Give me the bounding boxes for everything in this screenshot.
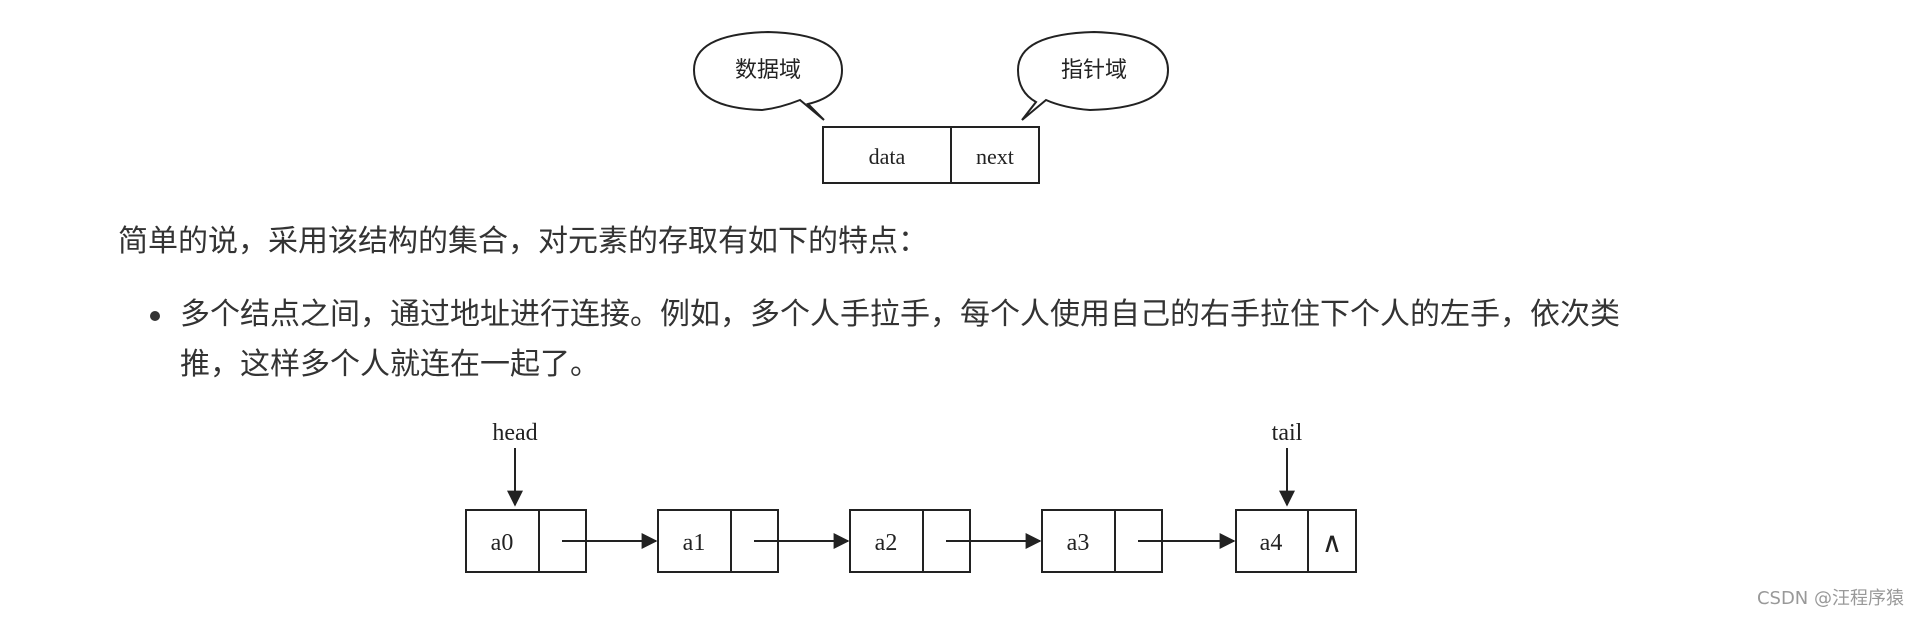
data-field-label: data bbox=[869, 144, 906, 169]
bullet-list: 多个结点之间，通过地址进行连接。例如，多个人手拉手，每个人使用自己的右手拉住下个… bbox=[150, 290, 1750, 390]
node-label-a2: a2 bbox=[875, 530, 898, 556]
list-node-a4: a4 ∧ bbox=[1235, 509, 1357, 573]
head-label: head bbox=[492, 420, 537, 446]
node-box: data next bbox=[822, 126, 1040, 184]
bullet-text-line-2: 推，这样多个人就连在一起了。 bbox=[180, 347, 600, 382]
bullet-dot-icon bbox=[150, 311, 160, 321]
node-label-a4: a4 bbox=[1260, 530, 1283, 556]
linked-list-diagram: head tail a0 a1 a2 a3 a4 ∧ bbox=[465, 420, 1357, 573]
node-structure-diagram: 数据域 指针域 data next bbox=[692, 30, 1170, 184]
null-pointer-symbol: ∧ bbox=[1322, 528, 1343, 559]
tail-label: tail bbox=[1272, 420, 1303, 446]
pointer-field-bubble: 指针域 bbox=[1016, 30, 1170, 121]
data-field-bubble: 数据域 bbox=[692, 30, 844, 121]
node-label-a1: a1 bbox=[683, 530, 706, 556]
node-label-a0: a0 bbox=[491, 530, 514, 556]
next-field-label: next bbox=[976, 144, 1014, 169]
list-node-a2: a2 bbox=[849, 509, 971, 573]
list-item: 多个结点之间，通过地址进行连接。例如，多个人手拉手，每个人使用自己的右手拉住下个… bbox=[150, 290, 1750, 390]
watermark: CSDN @汪程序猿 bbox=[1756, 588, 1904, 609]
data-field-bubble-label: 数据域 bbox=[735, 57, 801, 82]
bullet-text-line-1: 多个结点之间，通过地址进行连接。例如，多个人手拉手，每个人使用自己的右手拉住下个… bbox=[180, 297, 1620, 332]
pointer-field-bubble-label: 指针域 bbox=[1061, 57, 1127, 82]
node-label-a3: a3 bbox=[1067, 530, 1090, 556]
intro-paragraph: 简单的说，采用该结构的集合，对元素的存取有如下的特点： bbox=[118, 224, 928, 259]
